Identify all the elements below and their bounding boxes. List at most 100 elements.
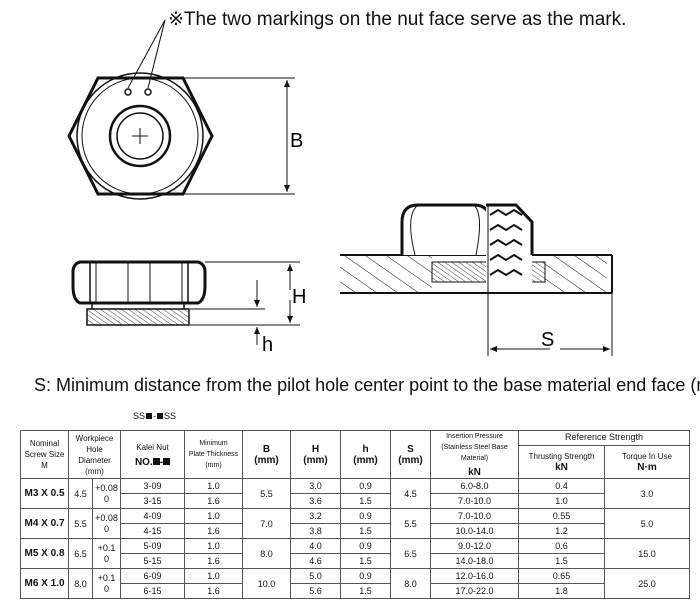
header-b: B(mm) [242,430,292,479]
cell-torque: 25.0 [604,568,691,599]
cell-h-small: 1.5 [340,493,392,509]
cell-nominal: M5 X 0.8 [20,538,69,569]
cell-plate-thickness: 1.6 [184,583,244,599]
header-h: H(mm) [290,430,342,479]
cell-torque: 15.0 [604,538,691,569]
cell-kalei-code: 5-15 [120,553,186,569]
cell-hole-diameter: 6.5 [68,538,93,569]
nut-top-view [67,19,214,200]
cell-thrusting-strength: 0.4 [518,478,606,494]
cell-h-small: 0.9 [340,568,392,584]
cell-insertion-pressure: 7.0-10.0 [430,493,520,509]
header-kalei-nut: Kalei Nut NO.- [120,430,186,479]
header-s: S(mm) [390,430,432,479]
header-h-small: h(mm) [340,430,392,479]
cell-kalei-code: 4-15 [120,523,186,539]
dimension-b [183,77,295,195]
cell-hole-diameter: 5.5 [68,508,93,539]
cell-kalei-code: 6-15 [120,583,186,599]
cell-hole-diameter: 4.5 [68,478,93,509]
s-definition-caption: S: Minimum distance from the pilot hole … [34,375,700,395]
cell-kalei-code: 4-09 [120,508,186,524]
cell-h: 3.2 [290,508,342,524]
cell-insertion-pressure: 17.0-22.0 [430,583,520,599]
cell-torque: 3.0 [604,478,691,509]
cell-h-small: 0.9 [340,538,392,554]
cell-h-small: 0.9 [340,478,392,494]
cell-plate-thickness: 1.0 [184,478,244,494]
cell-s: 5.5 [390,508,432,539]
placeholder-square-icon [163,457,171,465]
cell-h-small: 1.5 [340,523,392,539]
cell-nominal: M6 X 1.0 [20,568,69,599]
cell-thrusting-strength: 1.2 [518,523,606,539]
cell-b: 8.0 [242,538,292,569]
cell-insertion-pressure: 12.0-16.0 [430,568,520,584]
cell-h: 4.6 [290,553,342,569]
cell-thrusting-strength: 1.0 [518,493,606,509]
cell-s: 4.5 [390,478,432,509]
nut-side-view [71,260,207,326]
cell-h: 3.0 [290,478,342,494]
placeholder-square-icon [146,413,153,419]
cell-h: 5.0 [290,568,342,584]
cell-b: 5.5 [242,478,292,509]
cell-b: 7.0 [242,508,292,539]
code-prefix: SS [133,411,146,421]
cell-insertion-pressure: 7.0-10.0 [430,508,520,524]
cell-nominal: M4 X 0.7 [20,508,69,539]
cell-insertion-pressure: 10.0-14.0 [430,523,520,539]
cell-plate-thickness: 1.6 [184,553,244,569]
cell-h: 4.0 [290,538,342,554]
cell-plate-thickness: 1.6 [184,493,244,509]
cell-kalei-code: 3-15 [120,493,186,509]
cell-plate-thickness: 1.0 [184,508,244,524]
cell-insertion-pressure: 6.0-8.0 [430,478,520,494]
cell-hole-diameter: 8.0 [68,568,93,599]
cell-h-small: 1.5 [340,583,392,599]
header-reference-strength: Reference Strength [518,430,691,446]
cell-plate-thickness: 1.0 [184,538,244,554]
cell-h: 3.8 [290,523,342,539]
code-middle: - [153,411,157,421]
cell-h: 5.6 [290,583,342,599]
nut-technical-drawing: B H h [67,19,613,356]
part-code-tag: SS-SS [133,411,176,421]
cell-h: 3.6 [290,493,342,509]
cell-thrusting-strength: 1.5 [518,553,606,569]
cell-h-small: 0.9 [340,508,392,524]
code-suffix: SS [164,411,177,421]
cell-s: 6.5 [390,538,432,569]
cell-thrusting-strength: 0.6 [518,538,606,554]
cell-plate-thickness: 1.0 [184,568,244,584]
dim-label-h-upper: H [292,286,306,308]
cell-plate-thickness: 1.6 [184,523,244,539]
cell-kalei-code: 6-09 [120,568,186,584]
cell-thrusting-strength: 1.8 [518,583,606,599]
dim-label-s: S [541,329,554,351]
cell-torque: 5.0 [604,508,691,539]
cell-h-small: 1.5 [340,553,392,569]
cell-b: 10.0 [242,568,292,599]
dim-label-b: B [290,130,303,152]
placeholder-square-icon [152,457,160,465]
cell-nominal: M3 X 0.5 [20,478,69,509]
